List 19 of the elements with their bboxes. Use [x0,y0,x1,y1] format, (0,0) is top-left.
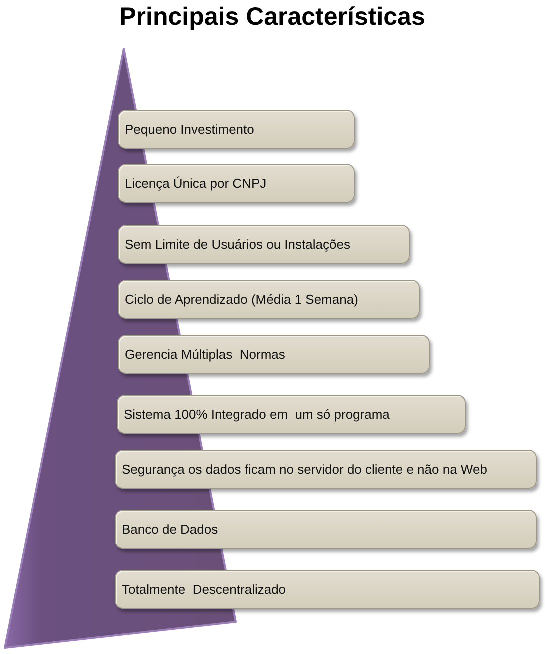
feature-text: Banco de Dados [122,522,218,537]
feature-text: Segurança os dados ficam no servidor do cliente e não na Web [122,462,488,477]
feature-box [118,164,355,203]
feature-box [118,225,410,264]
feature-box [118,335,430,374]
title: Principais Características [118,3,426,32]
feature-text: Licença Única por CNPJ [125,176,267,191]
feature-text: Totalmente Descentralizado [122,582,286,597]
feature-text: Sem Limite de Usuários ou Instalações [125,237,350,252]
feature-text: Ciclo de Aprendizado (Média 1 Semana) [125,292,358,307]
feature-box [118,280,420,319]
feature-text: Gerencia Múltiplas Normas [125,347,286,362]
feature-text: Pequeno Investimento [125,122,254,137]
feature-box [117,395,466,434]
feature-box [115,450,537,489]
feature-box [118,110,355,149]
feature-text: Sistema 100% Integrado em um só programa [124,407,390,422]
feature-box [115,510,537,549]
feature-box [115,570,540,609]
